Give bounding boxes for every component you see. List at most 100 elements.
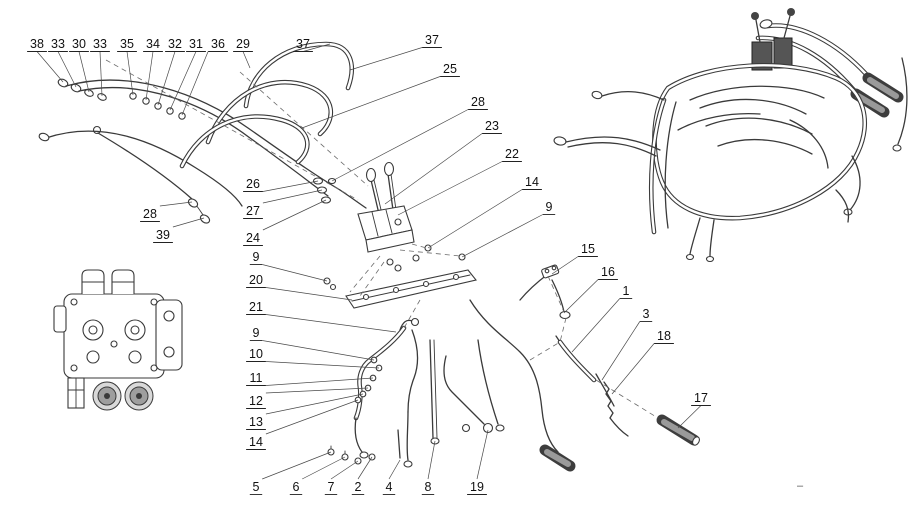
- callout-5-38: 5: [249, 451, 332, 495]
- control-valve-exploded: [312, 161, 466, 293]
- callout-33-3: 33: [90, 37, 110, 97]
- callout-6-39: 6: [289, 456, 346, 495]
- control-rod: [429, 339, 440, 445]
- callout-number: 24: [246, 231, 260, 245]
- callout-17-37: 17: [677, 391, 711, 429]
- callout-35-4: 35: [117, 37, 137, 96]
- callout-number: 9: [253, 326, 260, 340]
- lever-washers: [354, 356, 383, 404]
- long-cable: [469, 299, 576, 472]
- callout-number: 33: [51, 37, 65, 51]
- callout-18-36: 18: [611, 329, 674, 395]
- callout-3-35: 3: [601, 307, 653, 381]
- callout-23-14: 23: [384, 119, 502, 205]
- callout-number: 22: [505, 147, 519, 161]
- valve-ports: [70, 298, 158, 372]
- callout-2-41: 2: [351, 456, 373, 495]
- callout-26-20: 26: [243, 177, 319, 192]
- cable-19: [443, 339, 505, 434]
- bent-lever: [353, 325, 407, 421]
- callout-14-31: 14: [246, 399, 359, 450]
- callout-11-28: 11: [246, 371, 374, 386]
- callout-9-26: 9: [249, 326, 375, 361]
- lever-1: [555, 335, 597, 383]
- callout-8-43: 8: [421, 440, 436, 495]
- connector-15: [519, 264, 560, 301]
- frame-hoses: [553, 90, 861, 263]
- valve-body: [357, 205, 415, 253]
- spring-lever-18: [603, 381, 629, 437]
- valve-levers: [365, 161, 397, 215]
- callout-number: 25: [443, 62, 457, 76]
- callout-number: 6: [293, 480, 300, 494]
- callout-number: 13: [249, 415, 263, 429]
- hand-knob: [124, 381, 154, 411]
- callout-4-42: 4: [382, 459, 401, 495]
- callout-number: 1: [623, 284, 630, 298]
- hose-fittings-cluster: [57, 78, 186, 135]
- callout-number: 20: [249, 273, 263, 287]
- callout-number: 9: [546, 200, 553, 214]
- callout-30-2: 30: [69, 37, 90, 93]
- callout-38-0: 38: [27, 37, 64, 83]
- pin-17: [656, 414, 700, 446]
- callout-number: 36: [211, 37, 225, 51]
- callout-28-13: 28: [331, 95, 488, 182]
- callout-number: 12: [249, 394, 263, 408]
- callout-number: 17: [694, 391, 708, 405]
- callout-9-23: 9: [249, 250, 328, 282]
- callout-13-30: 13: [246, 393, 364, 430]
- callout-number: 35: [120, 37, 134, 51]
- corner-mark: –: [797, 480, 804, 492]
- bent-tubes: [179, 41, 354, 169]
- callout-20-24: 20: [246, 273, 353, 301]
- callout-31-7: 31: [169, 37, 206, 111]
- frame-tubes: [648, 57, 908, 235]
- valve-flange: [155, 299, 183, 371]
- callout-15-32: 15: [551, 242, 598, 275]
- callout-25-12: 25: [301, 62, 460, 129]
- callout-9-17: 9: [461, 200, 556, 258]
- linkage-cables: [327, 261, 700, 472]
- callout-33-1: 33: [48, 37, 77, 88]
- callout-36-8: 36: [181, 37, 228, 116]
- valve-washers: [312, 177, 337, 204]
- callout-7-40: 7: [324, 460, 359, 495]
- callout-number: 9: [253, 250, 260, 264]
- callout-14-16: 14: [427, 175, 542, 249]
- callout-34-5: 34: [143, 37, 163, 101]
- callout-number: 16: [601, 265, 615, 279]
- callout-37-11: 37: [349, 33, 442, 71]
- callout-number: 3: [643, 307, 650, 321]
- callout-number: 15: [581, 242, 595, 256]
- callout-1-34: 1: [571, 284, 633, 353]
- callout-number: 37: [425, 33, 439, 47]
- hose-assembly: [38, 41, 369, 224]
- valve-screws: [323, 244, 466, 291]
- callout-number: 7: [328, 480, 335, 494]
- callout-number: 28: [471, 95, 485, 109]
- callout-37-10: 37: [293, 37, 331, 52]
- callout-number: 33: [93, 37, 107, 51]
- callout-number: 34: [146, 37, 160, 51]
- callout-number: 23: [485, 119, 499, 133]
- callout-29-9: 29: [233, 37, 253, 69]
- callout-19-44: 19: [467, 429, 489, 495]
- callout-number: 30: [72, 37, 86, 51]
- callout-number: 31: [189, 37, 203, 51]
- frame-assembly: [553, 8, 908, 263]
- connector-16: [551, 279, 571, 320]
- callout-number: 2: [355, 480, 362, 494]
- callout-21-25: 21: [246, 300, 397, 333]
- callout-number: 39: [156, 228, 170, 242]
- callout-number: 27: [246, 204, 260, 218]
- callout-22-15: 22: [397, 147, 522, 216]
- callout-number: 37: [296, 37, 310, 51]
- callout-number: 38: [30, 37, 44, 51]
- callout-number: 14: [249, 435, 263, 449]
- callout-10-27: 10: [246, 347, 380, 369]
- callout-number: 21: [249, 300, 263, 314]
